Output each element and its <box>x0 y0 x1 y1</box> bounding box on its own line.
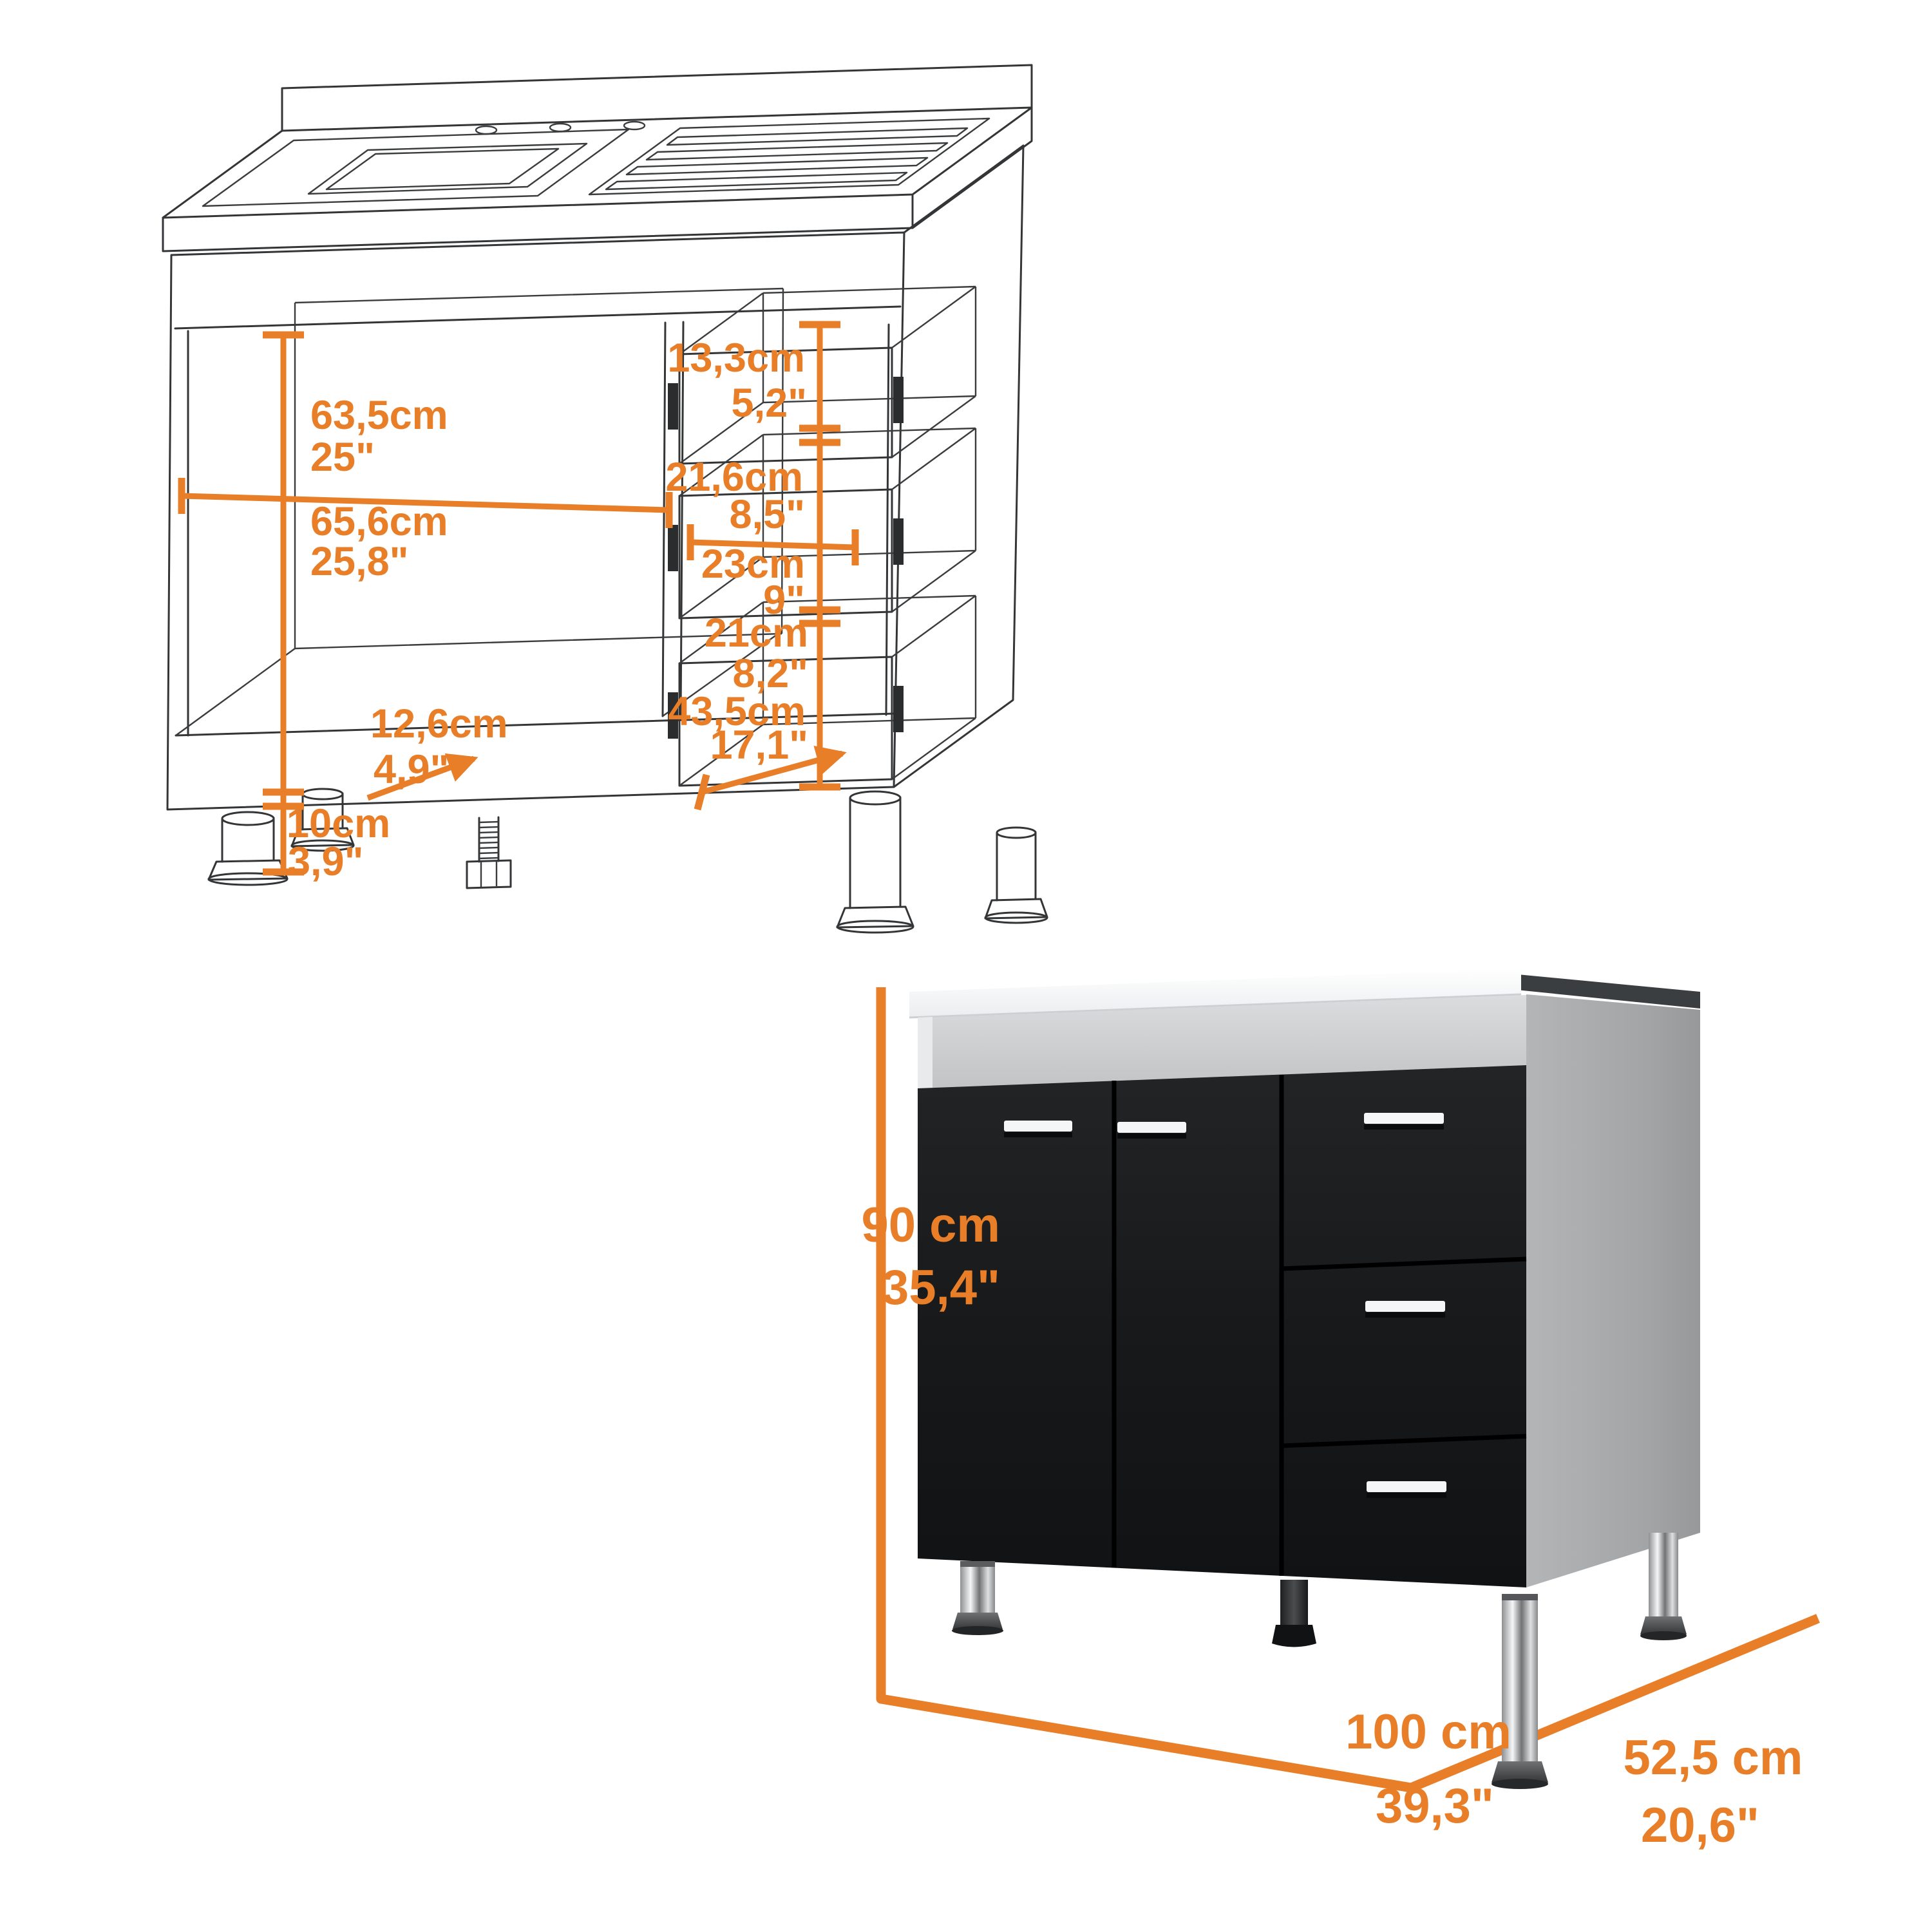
label-top-drawer-inch: 5,2" <box>732 381 807 426</box>
label-interior-height-inch: 25" <box>310 435 375 480</box>
render-leg-center <box>1272 1580 1316 1647</box>
label-floor-depth-cm: 12,6cm <box>370 701 508 746</box>
render-leg-front-right <box>1492 1594 1548 1789</box>
label-width-inch: 39,3" <box>1376 1779 1494 1833</box>
left-side-edge <box>918 1017 933 1089</box>
label-bottom-drawer-inch: 8,2" <box>733 651 808 696</box>
side-panel <box>1526 994 1700 1587</box>
leg-front-right <box>836 790 914 934</box>
render-leg-back-right <box>1640 1533 1687 1640</box>
render-legs <box>952 1533 1687 1789</box>
drawer-2-handle <box>1365 1301 1445 1312</box>
drawer-width-line <box>690 539 856 551</box>
label-bottom-drawer-cm: 21cm <box>705 611 808 656</box>
door-left-handle <box>1004 1121 1072 1132</box>
label-depth-cm: 52,5 cm <box>1624 1730 1803 1785</box>
label-height-cm: 90 cm <box>862 1198 1001 1253</box>
render-dimension-labels: 90 cm 35,4" 100 cm 39,3" 52,5 cm 20,6" <box>862 1198 1803 1853</box>
floor-depth-arrow <box>366 753 478 801</box>
label-drawer-depth-cm: 43,5cm <box>668 689 806 734</box>
leg-front-left <box>207 811 289 886</box>
label-top-drawer-cm: 13,3cm <box>667 336 805 381</box>
faucet-holes <box>475 120 646 135</box>
handles <box>1004 1113 1446 1498</box>
render-leg-front-left <box>952 1561 1003 1635</box>
drawer-gap-2 <box>1281 1434 1527 1448</box>
label-interior-width-cm: 65,6cm <box>310 499 448 544</box>
label-height-inch: 35,4" <box>882 1260 1000 1315</box>
countertop <box>909 969 1521 1018</box>
drawer-3-handle <box>1367 1481 1446 1492</box>
label-depth-inch: 20,6" <box>1641 1798 1759 1853</box>
label-drawer-width-cm: 23cm <box>701 542 805 587</box>
label-drawer-width-inch: 9" <box>763 578 805 623</box>
label-interior-width-inch: 25,8" <box>310 539 409 584</box>
leg-center-leveler <box>466 816 512 889</box>
drainboard <box>588 117 990 196</box>
front-face <box>918 1065 1526 1587</box>
countertop-bottom-edge <box>909 993 1522 1019</box>
door-right-handle <box>1117 1122 1186 1133</box>
wireframe-carcass <box>166 144 1025 811</box>
label-interior-height-cm: 63,5cm <box>310 393 448 438</box>
render-cabinet <box>909 969 1700 1587</box>
wireframe-legs <box>207 788 1048 934</box>
interior-width-line <box>181 493 670 513</box>
label-floor-depth-inch: 4,9" <box>374 747 449 792</box>
wireframe-countertop <box>162 64 1033 252</box>
drawer-gap-1 <box>1281 1256 1527 1271</box>
label-width-cm: 100 cm <box>1345 1705 1511 1759</box>
drawer-depth-arrow <box>701 745 847 795</box>
drawer-1-handle <box>1364 1113 1444 1124</box>
upper-band <box>933 995 1526 1089</box>
wireframe-dimension-labels: 63,5cm 25" 65,6cm 25,8" 13,3cm 5,2" 21,6… <box>287 336 808 884</box>
countertop-back-edge <box>1497 972 1700 1009</box>
label-leg-height-cm: 10cm <box>287 801 390 846</box>
leg-back-right <box>984 826 1048 924</box>
wireframe-svg: 63,5cm 25" 65,6cm 25,8" 13,3cm 5,2" 21,6… <box>162 64 1048 934</box>
label-middle-drawer-inch: 8,5" <box>730 492 805 537</box>
render-svg: 90 cm 35,4" 100 cm 39,3" 52,5 cm 20,6" <box>862 969 1820 1853</box>
render-dimension-lines <box>876 987 1820 1793</box>
product-render: 90 cm 35,4" 100 cm 39,3" 52,5 cm 20,6" <box>670 966 1842 1893</box>
label-drawer-depth-inch: 17,1" <box>710 723 809 768</box>
label-middle-drawer-cm: 21,6cm <box>665 455 803 500</box>
wireframe-dimension-lines <box>178 321 859 876</box>
wireframe-diagram: 63,5cm 25" 65,6cm 25,8" 13,3cm 5,2" 21,6… <box>90 52 1133 966</box>
panel-gaps <box>1112 1075 1527 1576</box>
label-leg-height-inch: 3,9" <box>288 839 363 884</box>
